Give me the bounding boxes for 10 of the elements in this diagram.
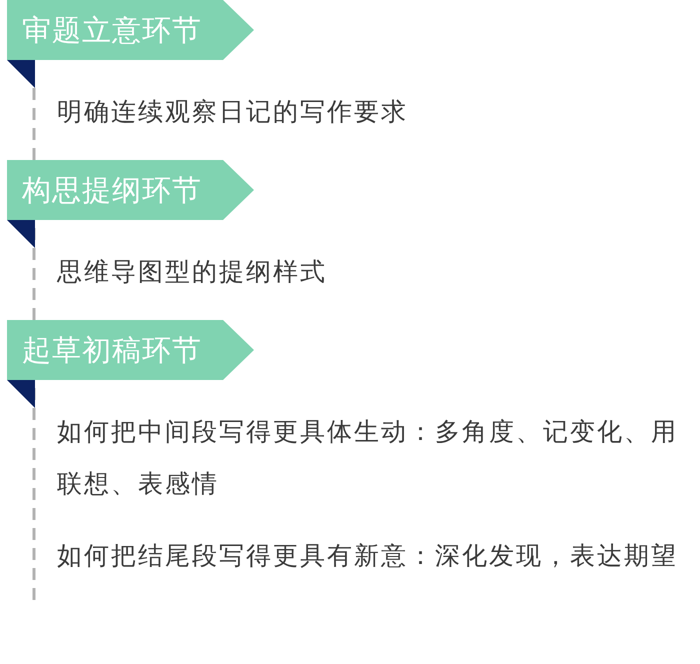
step-description: 如何把结尾段写得更具有新意：深化发现，表达期望 xyxy=(57,540,678,572)
arrow-banner xyxy=(7,0,254,60)
arrow-banner xyxy=(7,160,254,220)
step-description: 如何把中间段写得更具体生动：多角度、记变化、用联想、表感情 xyxy=(57,416,679,500)
stage-title: 起草初稿环节 xyxy=(22,332,202,369)
step-description: 明确连续观察日记的写作要求 xyxy=(57,96,408,128)
stage-title: 审题立意环节 xyxy=(22,12,202,49)
stage-title: 构思提纲环节 xyxy=(22,172,202,209)
arrow-banner xyxy=(7,320,254,380)
step-description: 思维导图型的提纲样式 xyxy=(57,256,327,288)
